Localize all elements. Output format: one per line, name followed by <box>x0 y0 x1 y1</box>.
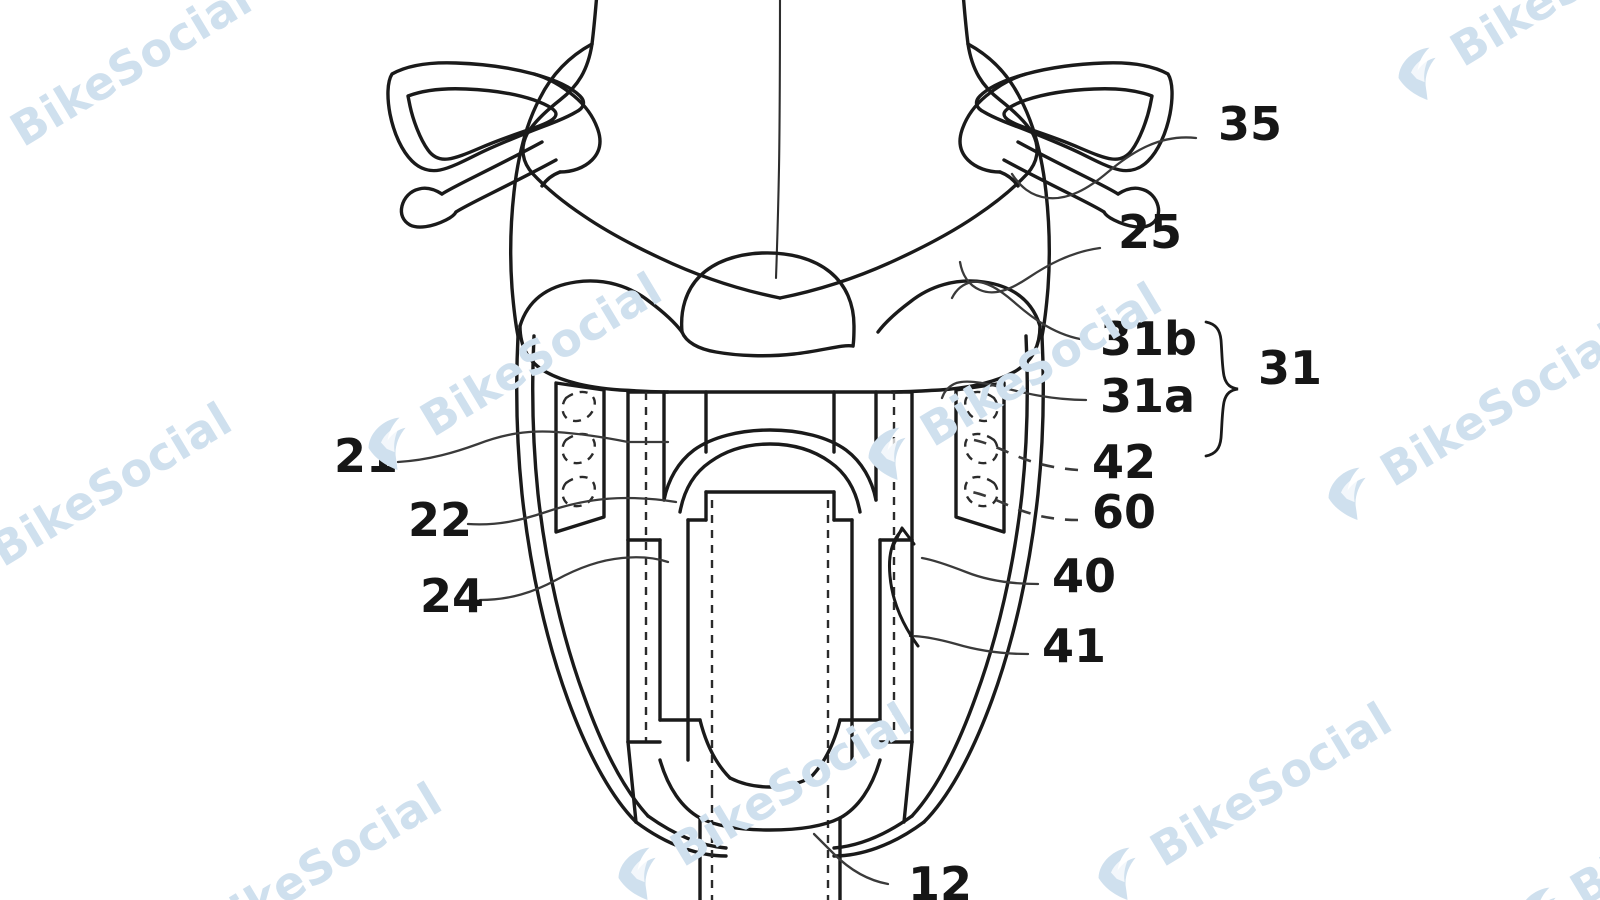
front-fork-assembly <box>626 390 914 824</box>
ref-num-25: 25 <box>1118 205 1182 259</box>
ref-num-40: 40 <box>1052 549 1116 603</box>
ref-num-41: 41 <box>1042 619 1106 673</box>
center-headlight-unit <box>679 251 856 358</box>
ref-num-24: 24 <box>420 569 484 623</box>
right-duct-vent <box>954 381 1006 534</box>
left-handlebar-grip <box>399 140 558 229</box>
ref-num-31: 31 <box>1258 341 1322 395</box>
right-mirror <box>958 61 1174 188</box>
brace-31 <box>1204 320 1239 458</box>
ref-num-42: 42 <box>1092 435 1156 489</box>
ref-num-12: 12 <box>908 857 972 900</box>
ref-num-21: 21 <box>334 429 398 483</box>
reference-numerals: 35 25 31b 31a 31 42 60 40 41 21 22 24 12 <box>334 97 1322 900</box>
windscreen <box>521 0 1039 300</box>
ref-num-60: 60 <box>1092 485 1156 539</box>
ref-num-31a: 31a <box>1100 369 1195 423</box>
ref-num-31b: 31b <box>1100 312 1197 366</box>
leader-lines <box>396 136 1198 886</box>
ref-num-35: 35 <box>1218 97 1282 151</box>
upper-cowl-band <box>518 279 1042 394</box>
left-duct-vent <box>554 381 606 534</box>
ref-num-22: 22 <box>408 493 472 547</box>
left-mirror <box>386 61 602 188</box>
